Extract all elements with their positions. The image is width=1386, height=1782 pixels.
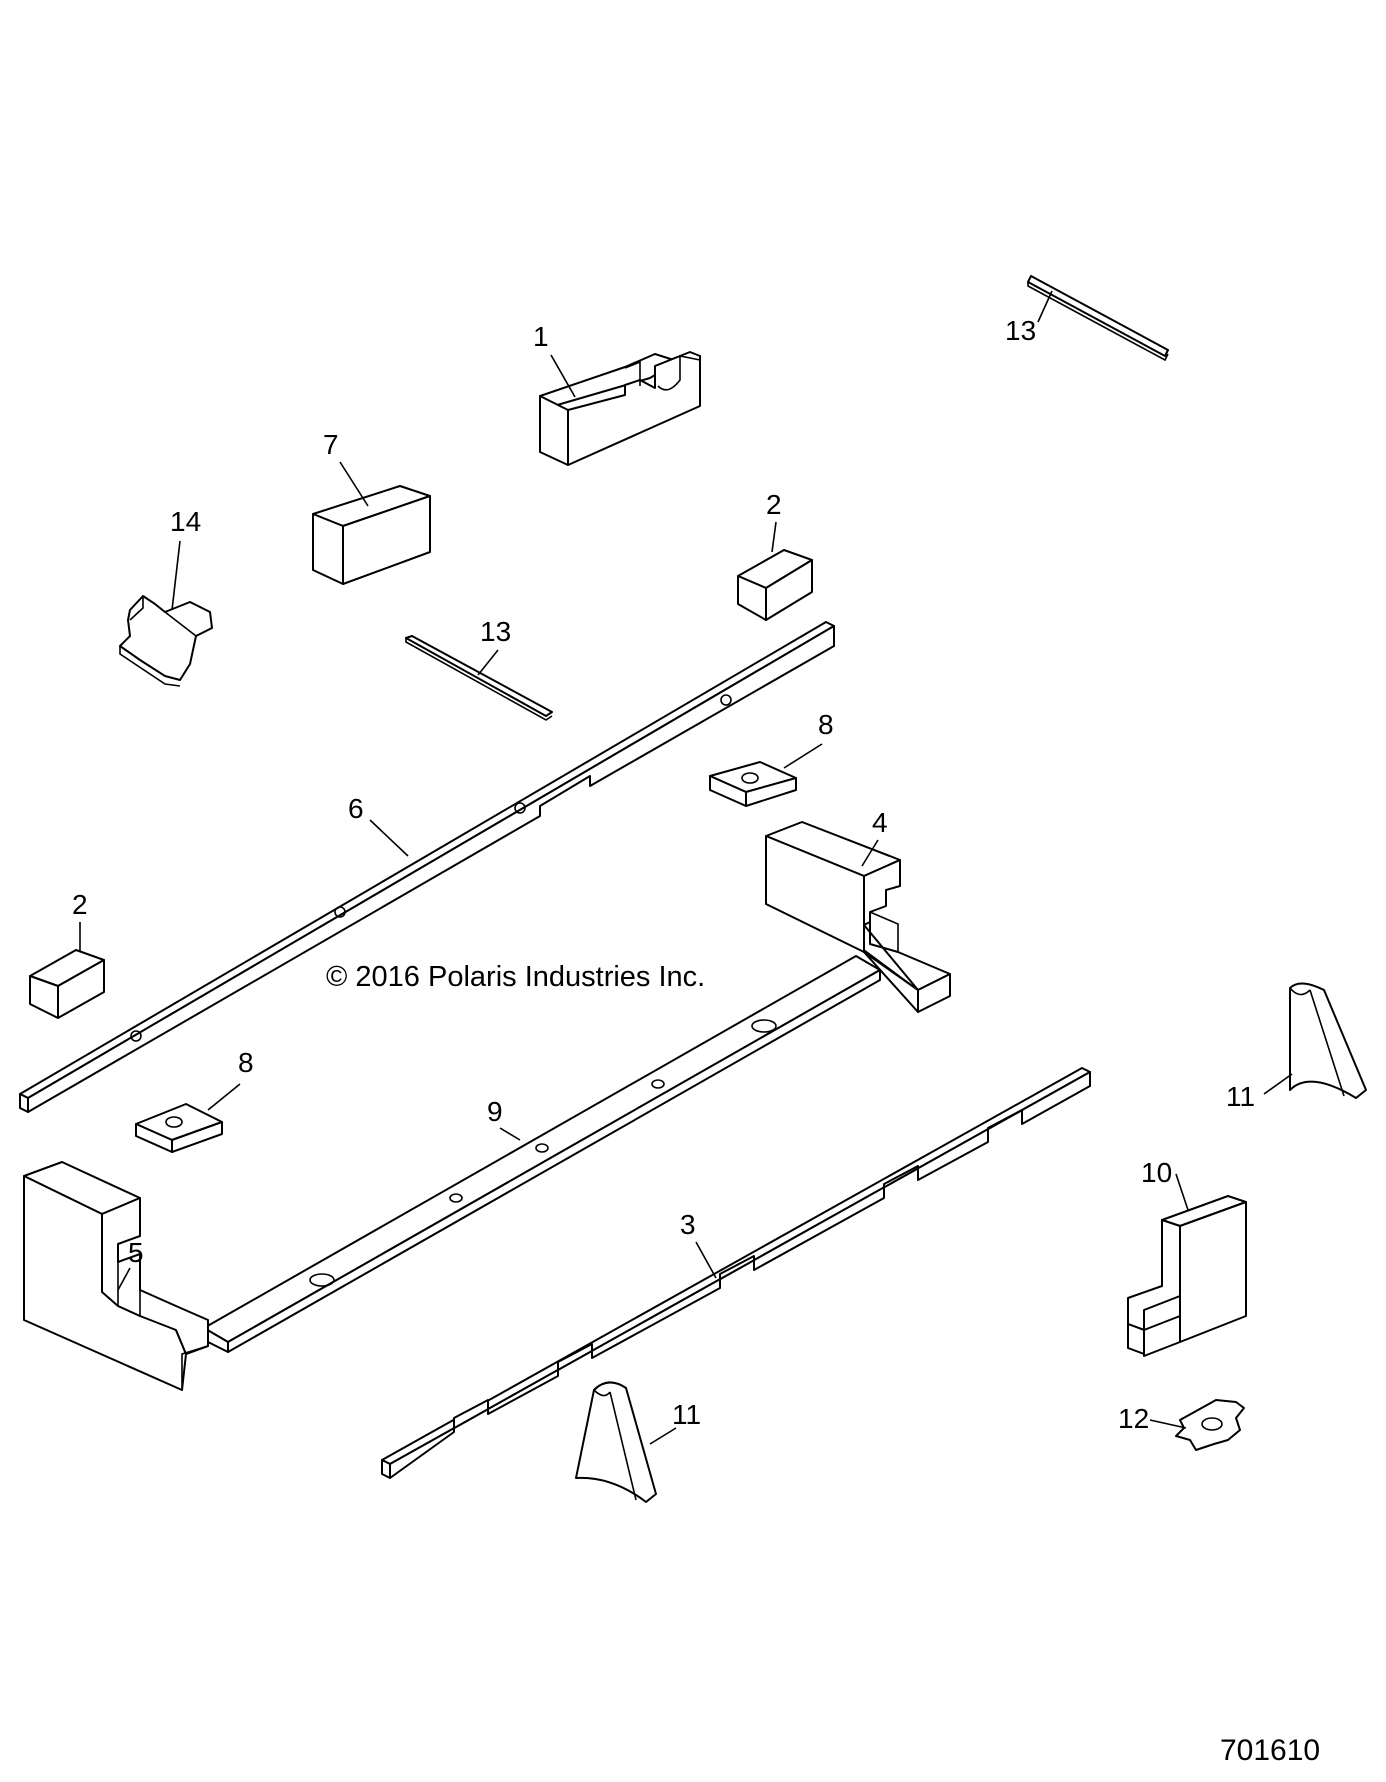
leader-7 [339, 461, 369, 507]
leader-4 [861, 839, 879, 867]
callout-10: 10 [1141, 1157, 1172, 1188]
part-8-block-lower [135, 1103, 223, 1153]
leader-13-mid [477, 649, 499, 676]
callout-11-right: 11 [1226, 1081, 1255, 1112]
leader-8-lower [207, 1083, 241, 1111]
callout-3: 3 [680, 1209, 696, 1240]
leader-3 [695, 1241, 717, 1279]
callout-5: 5 [128, 1237, 144, 1268]
callout-2-left: 2 [72, 889, 88, 920]
callout-13-mid: 13 [480, 616, 511, 647]
callout-1: 1 [533, 321, 549, 352]
part-3-notched-rail [381, 1067, 1091, 1479]
part-11-wedge-lower [575, 1381, 657, 1503]
part-6-rail [19, 621, 835, 1113]
part-11-wedge-right [1289, 982, 1367, 1099]
part-1-block [539, 351, 701, 466]
leader-2-right [771, 521, 777, 553]
part-2-cube-right [737, 549, 813, 621]
leader-8-upper [783, 743, 823, 769]
leader-11-lower [649, 1427, 677, 1445]
leader-9 [499, 1127, 521, 1141]
callout-4: 4 [872, 807, 888, 838]
callout-14: 14 [170, 506, 201, 537]
hole-9d [449, 1193, 463, 1203]
part-10-l-block [1127, 1195, 1247, 1357]
leader-5 [117, 1267, 131, 1291]
callout-6: 6 [348, 793, 364, 824]
part-14-piece [119, 595, 213, 687]
slot-9a [751, 1019, 777, 1033]
leader-10 [1175, 1173, 1189, 1211]
leader-11-right [1263, 1073, 1293, 1095]
part-8-block-upper [709, 761, 797, 807]
copyright-notice: © 2016 Polaris Industries Inc. [326, 961, 705, 993]
part-5-stepped-block [23, 1161, 209, 1391]
hole-9b [651, 1079, 665, 1089]
hole-9c [535, 1143, 549, 1153]
part-7-block [312, 485, 431, 585]
part-9-plate [203, 955, 881, 1353]
slot-9e [309, 1273, 335, 1287]
leader-13-top [1037, 290, 1053, 323]
leader-6 [369, 819, 409, 857]
callout-12: 12 [1118, 1403, 1149, 1434]
callout-11-lower: 11 [672, 1399, 701, 1430]
hole-6d [130, 1030, 142, 1042]
part-13-strip-top [1027, 275, 1169, 362]
figure-number: 701610 [1220, 1734, 1320, 1767]
hole-6c [334, 906, 346, 918]
callout-9: 9 [487, 1096, 503, 1127]
part-2-cube-left [29, 949, 105, 1019]
leader-1 [550, 354, 576, 398]
part-4-stepped-block [765, 821, 951, 1013]
hole-6b [514, 802, 526, 814]
leader-12 [1149, 1419, 1187, 1429]
callout-8-lower: 8 [238, 1047, 254, 1078]
leader-14 [171, 540, 181, 611]
callout-13-top: 13 [1005, 315, 1036, 346]
callout-2-right: 2 [766, 489, 782, 520]
hole-6a [720, 694, 732, 706]
part-13-strip-mid [405, 635, 553, 721]
part-12-plate [1175, 1399, 1245, 1451]
callout-8-upper: 8 [818, 709, 834, 740]
callout-7: 7 [323, 429, 339, 460]
